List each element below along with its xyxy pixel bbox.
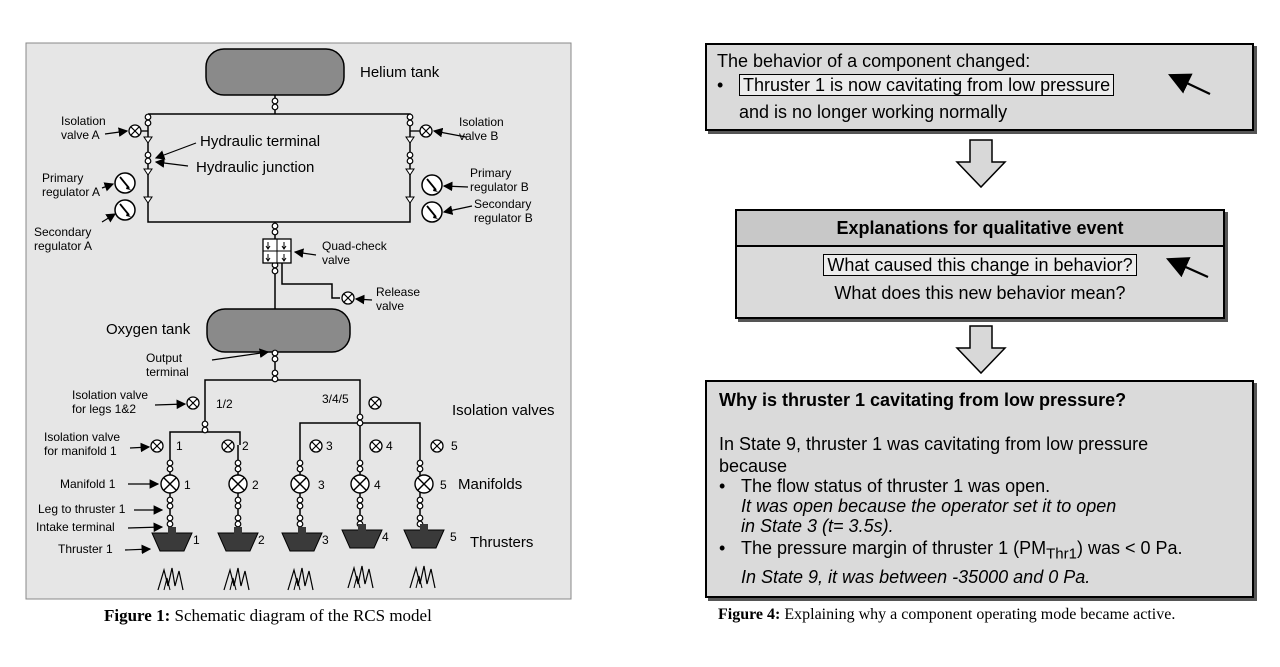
figure4-caption: Figure 4: Explaining why a component ope… — [718, 606, 1176, 623]
label-primary-regulator-b-1: Primary — [470, 166, 511, 180]
label-quad-check-2: valve — [322, 253, 350, 267]
label-helium-tank: Helium tank — [360, 64, 440, 81]
box3-bullet2-pre: The pressure margin of thruster 1 (PM — [741, 538, 1047, 558]
label-manifolds: Manifolds — [458, 476, 522, 493]
label-manifold-1: Manifold 1 — [60, 477, 116, 491]
box3-bullet2-post: ) was < 0 Pa. — [1076, 538, 1183, 558]
label-leg-to-thruster: Leg to thruster 1 — [38, 502, 126, 516]
label-thrusters: Thrusters — [470, 534, 533, 551]
box1-highlight[interactable]: Thruster 1 is now cavitating from low pr… — [739, 74, 1115, 96]
component-change-box: The behavior of a component changed: •Th… — [705, 43, 1254, 131]
label-release-2: valve — [376, 299, 404, 313]
label-primary-regulator-a-2: regulator A — [42, 185, 100, 199]
label-secondary-regulator-b-2: regulator B — [474, 211, 533, 225]
oxygen-tank — [206, 308, 351, 353]
box3-bullet2-sub: Thr1 — [1046, 545, 1077, 563]
box3-bullet2-detail: In State 9, it was between -35000 and 0 … — [741, 566, 1091, 587]
label-iso-legs-2: for legs 1&2 — [72, 402, 136, 416]
box3-intro-2: because — [719, 456, 788, 476]
num-iso-4: 4 — [386, 439, 393, 453]
box1-rest: and is no longer working normally — [739, 102, 1008, 122]
num-thr-1: 1 — [193, 533, 200, 547]
label-iso-manifold-1: Isolation valve — [44, 430, 120, 444]
num-man-4: 4 — [374, 478, 381, 492]
num-thr-5: 5 — [450, 530, 457, 544]
rcs-schematic: Helium tank Isolation valve A Isolation … — [25, 42, 572, 600]
num-thr-4: 4 — [382, 530, 389, 544]
label-isolation-valve-a-2: valve A — [61, 128, 100, 142]
box3-bullet1-detail-2: in State 3 (t= 3.5s). — [741, 516, 894, 536]
label-isolation-valve-a-1: Isolation — [61, 114, 106, 128]
label-isolation-valve-b-1: Isolation — [459, 115, 504, 129]
box1-title: The behavior of a component changed: — [717, 51, 1031, 71]
label-thruster-1: Thruster 1 — [58, 542, 113, 556]
num-man-5: 5 — [440, 478, 447, 492]
num-thr-3: 3 — [322, 533, 329, 547]
num-man-1: 1 — [184, 478, 191, 492]
label-isolation-valve-b-2: valve B — [459, 129, 498, 143]
why-explanation-box: Why is thruster 1 cavitating from low pr… — [705, 380, 1254, 598]
label-output-terminal-2: terminal — [146, 365, 189, 379]
figure1-caption: Figure 1: Schematic diagram of the RCS m… — [104, 606, 432, 625]
label-output-terminal-1: Output — [146, 351, 183, 365]
num-iso-2: 2 — [242, 439, 249, 453]
box3-intro-1: In State 9, thruster 1 was cavitating fr… — [719, 434, 1149, 454]
num-iso-3: 3 — [326, 439, 333, 453]
num-iso-5: 5 — [451, 439, 458, 453]
label-leg-345: 3/4/5 — [322, 392, 349, 406]
quad-check-valve — [262, 238, 292, 264]
label-intake-terminal: Intake terminal — [36, 520, 115, 534]
label-secondary-regulator-b-1: Secondary — [474, 197, 531, 211]
num-man-3: 3 — [318, 478, 325, 492]
box2-header: Explanations for qualitative event — [737, 211, 1223, 247]
label-primary-regulator-a-1: Primary — [42, 171, 83, 185]
label-iso-manifold-2: for manifold 1 — [44, 444, 117, 458]
explanations-box: Explanations for qualitative event What … — [735, 209, 1225, 319]
flow-arrow-2 — [955, 325, 1007, 375]
box3-bullet1: The flow status of thruster 1 was open. — [741, 476, 1051, 496]
box2-question-meaning[interactable]: What does this new behavior mean? — [834, 283, 1126, 303]
flow-arrow-1 — [955, 139, 1007, 189]
num-thr-2: 2 — [258, 533, 265, 547]
label-quad-check-1: Quad-check — [322, 239, 388, 253]
label-isolation-valves: Isolation valves — [452, 402, 555, 419]
pointer-arrow-question — [1165, 257, 1209, 279]
num-man-2: 2 — [252, 478, 259, 492]
box3-bullet1-detail-1: It was open because the operator set it … — [741, 496, 1117, 516]
label-oxygen-tank: Oxygen tank — [106, 321, 191, 338]
label-secondary-regulator-a-2: regulator A — [34, 239, 92, 253]
label-release-1: Release — [376, 285, 420, 299]
label-primary-regulator-b-2: regulator B — [470, 180, 529, 194]
box2-question-cause[interactable]: What caused this change in behavior? — [823, 254, 1137, 276]
label-secondary-regulator-a-1: Secondary — [34, 225, 91, 239]
label-iso-legs-1: Isolation valve — [72, 388, 148, 402]
label-hydraulic-junction: Hydraulic junction — [196, 159, 314, 176]
pointer-arrow-highlight — [1168, 73, 1211, 95]
label-hydraulic-terminal: Hydraulic terminal — [200, 133, 320, 150]
label-leg-12: 1/2 — [216, 397, 233, 411]
num-iso-1: 1 — [176, 439, 183, 453]
box3-header: Why is thruster 1 cavitating from low pr… — [719, 390, 1127, 410]
